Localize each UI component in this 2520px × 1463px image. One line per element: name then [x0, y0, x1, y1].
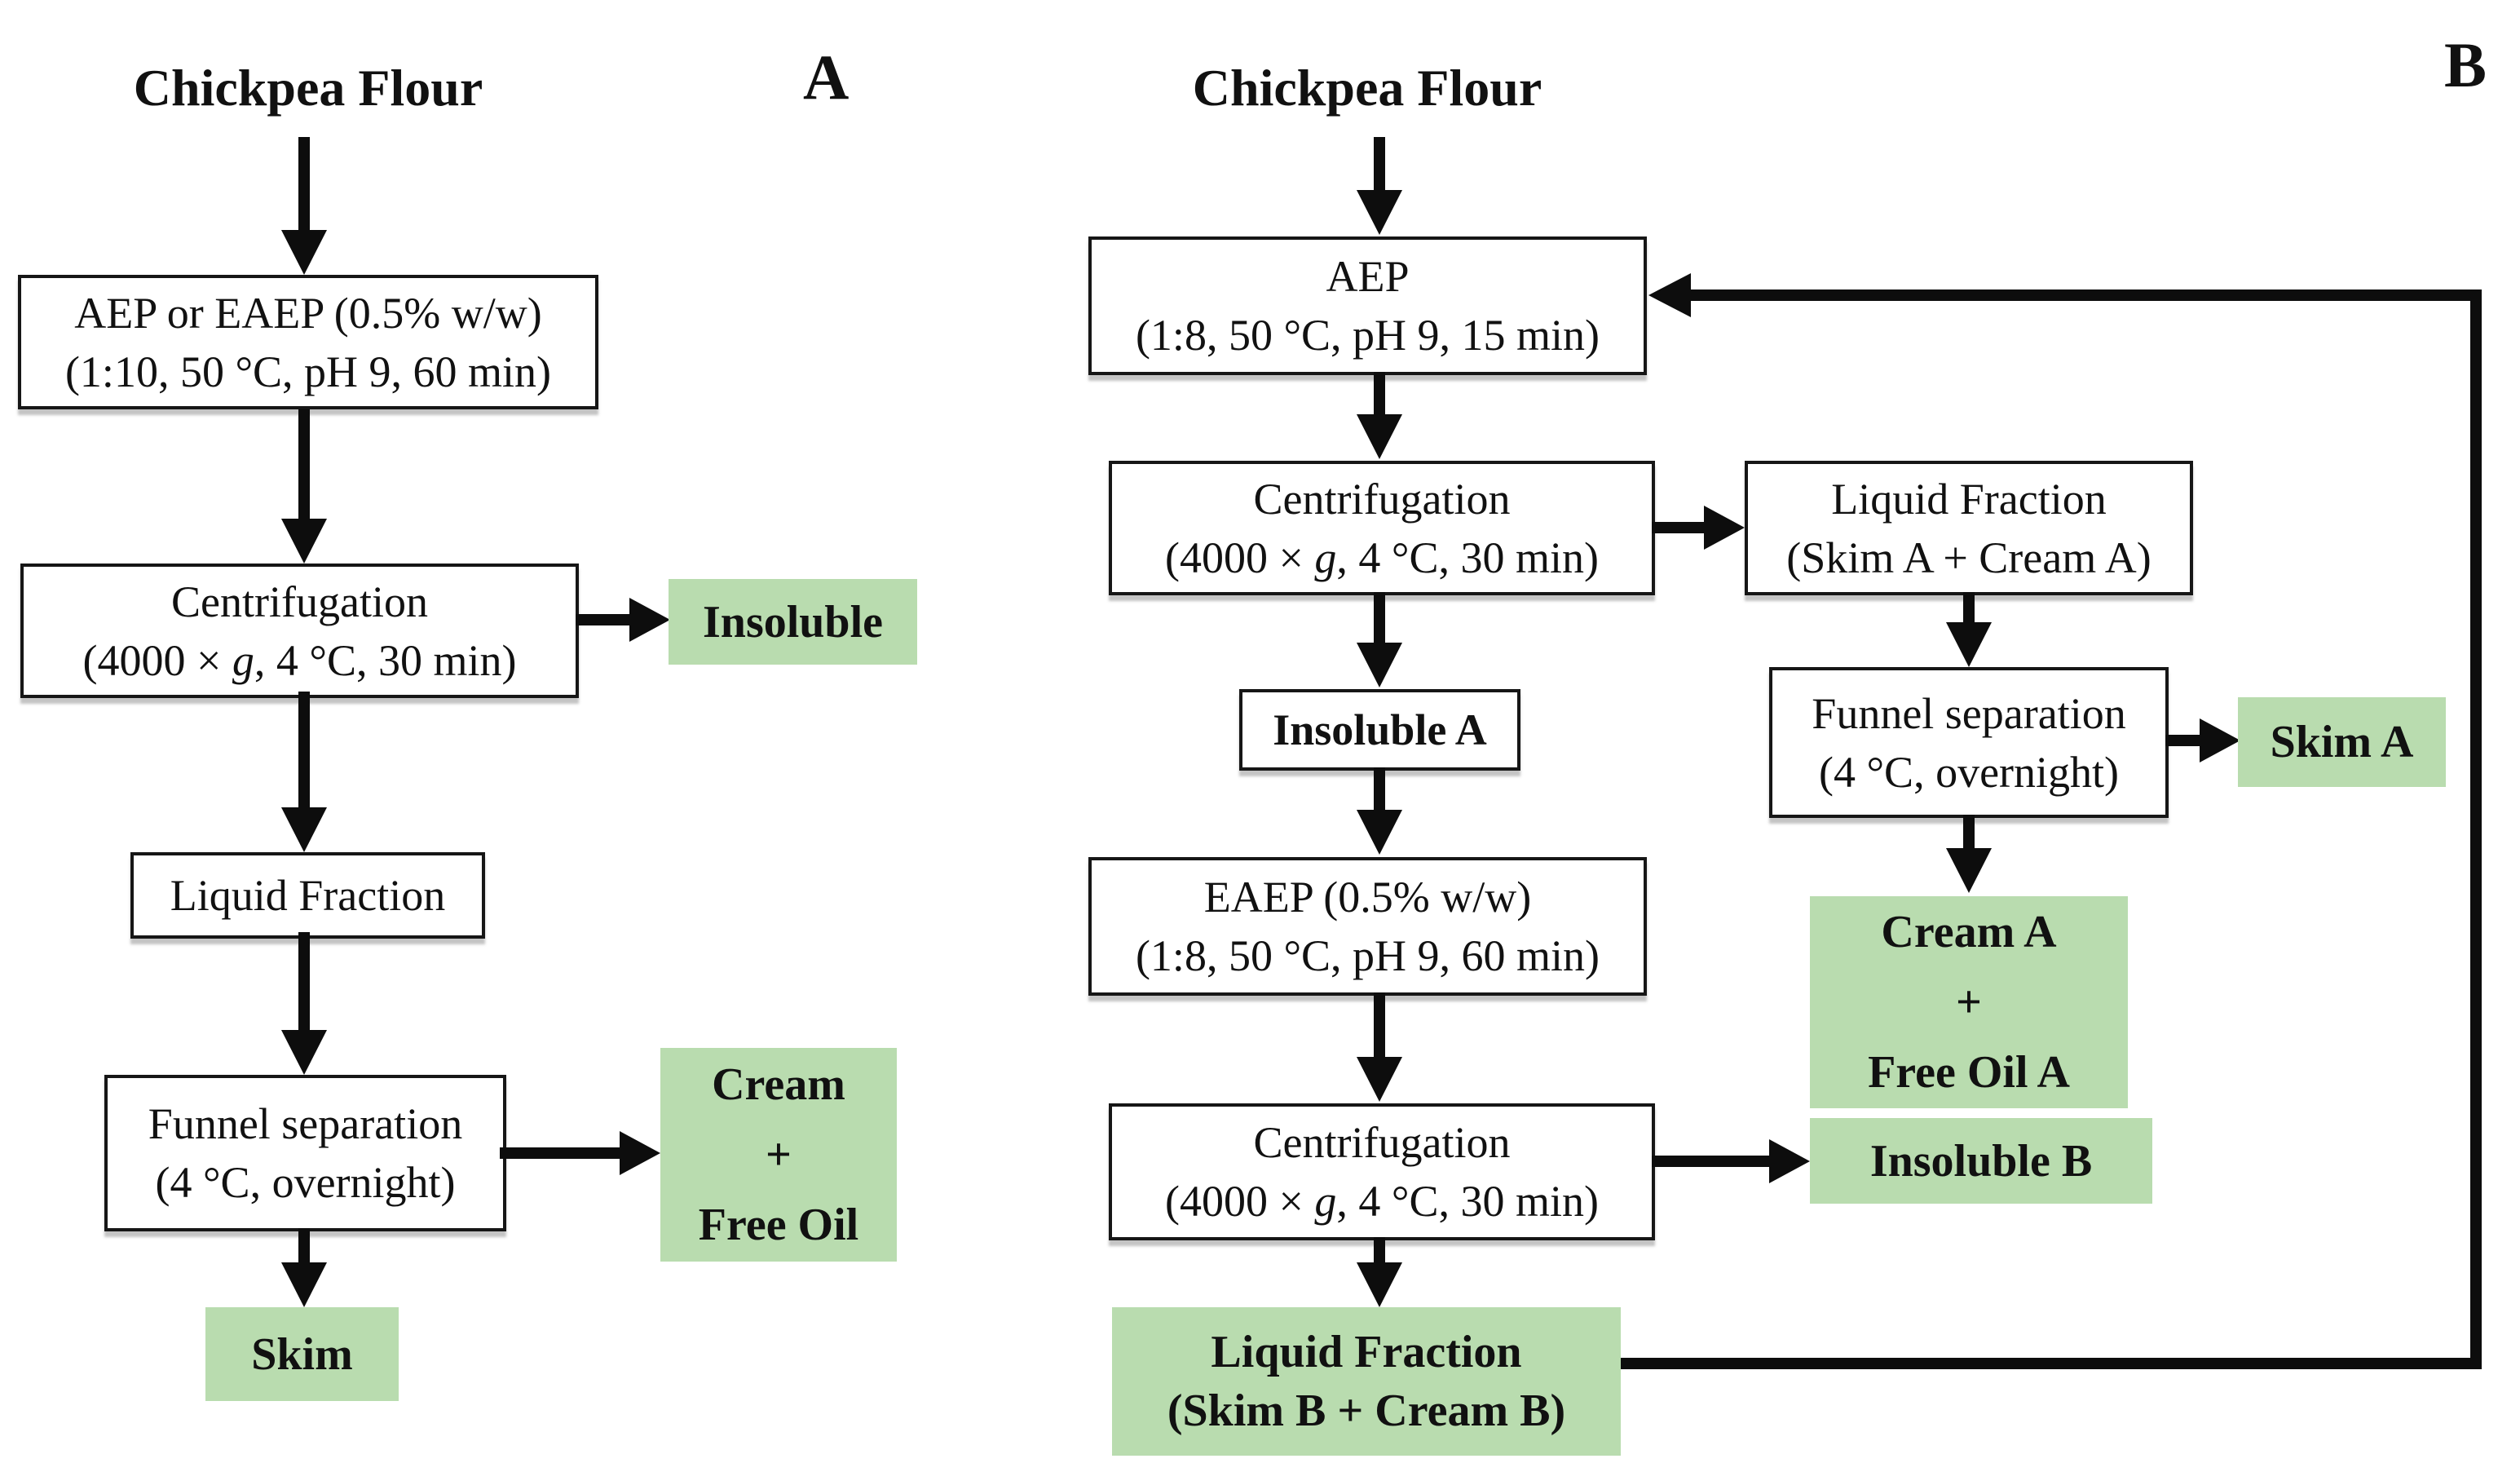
arrow-b-insoluble-a-to-eaep-head — [1357, 810, 1402, 855]
b-eaep-line1: EAEP (0.5% w/w) — [1203, 873, 1532, 922]
arrow-a-flour-to-aep — [298, 137, 310, 235]
arrow-a-centrifugation-to-liquid-head — [281, 807, 327, 852]
panel-a-label: A — [803, 42, 850, 113]
arrow-a-centrifugation-to-liquid — [298, 692, 310, 810]
arrow-b-funnel-to-cream-a-head — [1946, 848, 1992, 893]
a-funnel-line2: (4 °C, overnight) — [155, 1158, 456, 1207]
recycle-line-right — [2470, 290, 2482, 1369]
b-centrifugation1-line1: Centrifugation — [1253, 474, 1511, 524]
arrow-b-aep-to-centrifugation1-head — [1357, 414, 1402, 459]
arrow-b-insoluble-a-to-eaep — [1374, 767, 1385, 812]
arrow-b-flour-to-aep-head — [1357, 190, 1402, 235]
product-box-b-skim-a: Skim A — [2238, 697, 2446, 787]
recycle-line-top — [1688, 290, 2482, 301]
b-liquid-b-line2: (Skim B + Cream B) — [1167, 1386, 1566, 1436]
b-aep-line2: (1:8, 50 °C, pH 9, 15 min) — [1135, 311, 1600, 360]
arrow-a-aep-to-centrifugation-head — [281, 519, 327, 564]
arrow-b-centrifugation2-to-liquid-b — [1374, 1237, 1385, 1266]
arrow-b-aep-to-centrifugation1 — [1374, 372, 1385, 417]
a-aep-line1: AEP or EAEP (0.5% w/w) — [74, 288, 542, 338]
arrow-a-liquid-to-funnel — [298, 932, 310, 1032]
product-box-b-liquid-fraction-b: Liquid Fraction (Skim B + Cream B) — [1112, 1307, 1621, 1456]
arrow-a-aep-to-centrifugation — [298, 409, 310, 519]
arrow-b-centrifugation2-to-insoluble-b-head — [1769, 1139, 1810, 1183]
process-box-b-aep: AEP (1:8, 50 °C, pH 9, 15 min) — [1088, 236, 1647, 375]
product-box-b-insoluble-b: Insoluble B — [1810, 1118, 2152, 1204]
arrow-a-funnel-to-skim — [298, 1228, 310, 1265]
process-box-a-aep: AEP or EAEP (0.5% w/w) (1:10, 50 °C, pH … — [18, 275, 598, 409]
arrow-b-liquid-a-to-funnel — [1963, 592, 1975, 626]
process-box-b-funnel-separation: Funnel separation (4 °C, overnight) — [1769, 667, 2169, 818]
arrow-a-liquid-to-funnel-head — [281, 1030, 327, 1075]
arrow-a-funnel-to-cream — [500, 1147, 620, 1159]
product-box-a-insoluble: Insoluble — [669, 579, 917, 665]
a-funnel-line1: Funnel separation — [148, 1099, 463, 1148]
arrow-a-funnel-to-cream-head — [620, 1131, 660, 1175]
b-centrifugation2-line2: (4000 × g, 4 °C, 30 min) — [1164, 1177, 1600, 1226]
arrow-a-centrifugation-to-insoluble-head — [629, 598, 670, 642]
panel-b-source-title: Chickpea Flour — [1192, 59, 1542, 117]
process-box-a-centrifugation: Centrifugation (4000 × g, 4 °C, 30 min) — [20, 564, 579, 698]
b-funnel-line1: Funnel separation — [1812, 688, 2126, 738]
arrow-b-liquid-a-to-funnel-head — [1946, 622, 1992, 667]
process-box-a-liquid-fraction: Liquid Fraction — [130, 852, 485, 939]
a-aep-line2: (1:10, 50 °C, pH 9, 60 min) — [64, 347, 552, 396]
arrow-b-eaep-to-centrifugation2 — [1374, 992, 1385, 1059]
process-box-b-centrifugation2: Centrifugation (4000 × g, 4 °C, 30 min) — [1109, 1103, 1655, 1240]
a-centrifugation-line1: Centrifugation — [171, 577, 428, 626]
arrow-b-flour-to-aep — [1374, 137, 1385, 194]
product-box-a-cream-free-oil: Cream + Free Oil — [660, 1048, 897, 1262]
arrow-b-centrifugation1-to-insoluble-a-head — [1357, 643, 1402, 687]
arrow-b-centrifugation1-to-liquid-a — [1652, 522, 1706, 533]
b-centrifugation2-line1: Centrifugation — [1253, 1118, 1511, 1167]
arrow-a-funnel-to-skim-head — [281, 1262, 327, 1307]
arrow-b-funnel-to-cream-a — [1963, 815, 1975, 851]
product-box-b-cream-a-free-oil-a: Cream A + Free Oil A — [1810, 896, 2128, 1108]
arrow-b-centrifugation2-to-insoluble-b — [1652, 1156, 1771, 1167]
arrow-b-centrifugation1-to-insoluble-a — [1374, 592, 1385, 645]
b-liquid-a-line1: Liquid Fraction — [1831, 474, 2107, 524]
arrow-b-funnel-to-skim-a — [2165, 735, 2201, 746]
process-box-b-centrifugation1: Centrifugation (4000 × g, 4 °C, 30 min) — [1109, 461, 1655, 595]
arrow-b-funnel-to-skim-a-head — [2200, 718, 2240, 762]
arrow-b-eaep-to-centrifugation2-head — [1357, 1057, 1402, 1102]
panel-b-label: B — [2444, 29, 2487, 100]
process-box-b-insoluble-a: Insoluble A — [1239, 689, 1520, 771]
panel-a-source-title: Chickpea Flour — [133, 59, 483, 117]
b-eaep-line2: (1:8, 50 °C, pH 9, 60 min) — [1135, 931, 1600, 980]
process-box-a-funnel-separation: Funnel separation (4 °C, overnight) — [104, 1075, 506, 1231]
product-box-a-skim: Skim — [205, 1307, 399, 1401]
recycle-arrow-head — [1648, 273, 1691, 317]
b-liquid-b-line1: Liquid Fraction — [1211, 1327, 1522, 1377]
a-centrifugation-line2: (4000 × g, 4 °C, 30 min) — [82, 635, 517, 685]
arrow-a-centrifugation-to-insoluble — [576, 614, 631, 625]
process-box-b-liquid-fraction-a: Liquid Fraction (Skim A + Cream A) — [1745, 461, 2193, 595]
arrow-a-flour-to-aep-head — [281, 230, 327, 275]
arrow-b-centrifugation2-to-liquid-b-head — [1357, 1262, 1402, 1307]
b-funnel-line2: (4 °C, overnight) — [1818, 747, 2120, 797]
b-liquid-a-line2: (Skim A + Cream A) — [1786, 533, 2151, 582]
b-centrifugation1-line2: (4000 × g, 4 °C, 30 min) — [1164, 533, 1600, 582]
b-aep-line1: AEP — [1326, 252, 1410, 301]
arrow-b-centrifugation1-to-liquid-a-head — [1704, 506, 1745, 550]
recycle-line-bottom — [1621, 1358, 2482, 1369]
process-box-b-eaep: EAEP (0.5% w/w) (1:8, 50 °C, pH 9, 60 mi… — [1088, 857, 1647, 996]
